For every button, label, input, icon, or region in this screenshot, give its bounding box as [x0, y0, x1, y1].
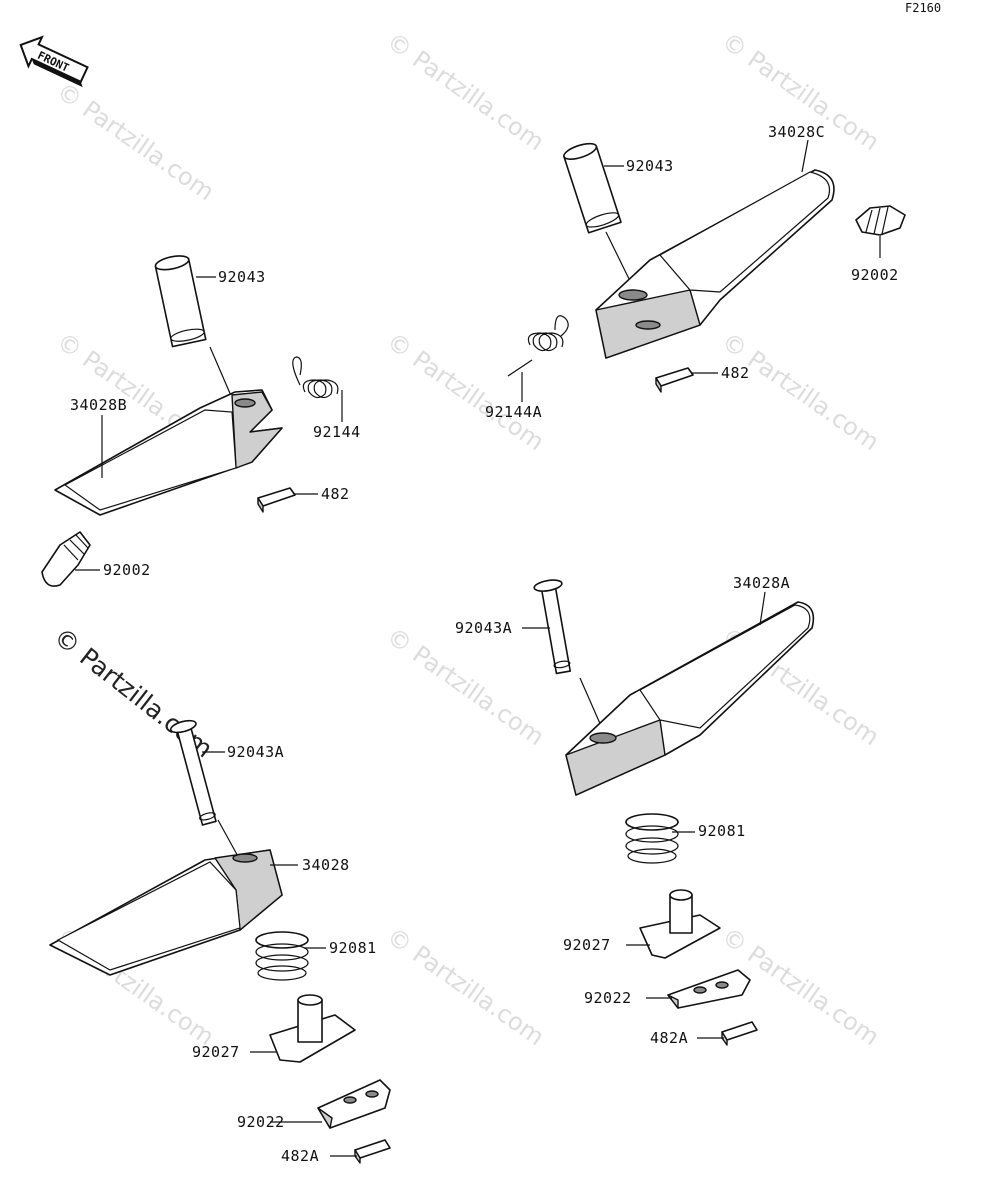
rubber-92002-top-right [855, 205, 906, 236]
part-label: 34028A [733, 574, 790, 592]
watermark-text: © Partzilla.com [52, 77, 220, 206]
part-label: 92043A [455, 619, 512, 637]
pin-92043-top-left [154, 255, 207, 348]
part-label: 92002 [103, 561, 151, 579]
assembly-top-left [41, 255, 343, 587]
part-label: 482A [650, 1029, 688, 1047]
part-label: 34028C [768, 123, 825, 141]
part-label: 92043 [626, 157, 674, 175]
part-label: 482A [281, 1147, 319, 1165]
clip-482-top-left [257, 487, 296, 513]
part-label: 34028 [302, 856, 350, 874]
watermark-text: © Partzilla.com [382, 622, 550, 751]
part-label: 92027 [192, 1043, 240, 1061]
plate-92027-bottom-right [639, 889, 721, 959]
part-label: 92002 [851, 266, 899, 284]
watermark-text: © Partzilla.com [382, 922, 550, 1051]
part-label: 92144 [313, 423, 361, 441]
clip-482a-bottom-left [354, 1139, 391, 1164]
part-label: 92043 [218, 268, 266, 286]
figure-id: F2160 [905, 1, 941, 15]
part-label: 92027 [563, 936, 611, 954]
assembly-bottom-right [533, 579, 815, 1046]
footpeg-34028c [595, 169, 835, 359]
pin-92043a-bottom-right [533, 579, 572, 675]
clip-482a-bottom-right [721, 1021, 758, 1046]
part-label: 34028B [70, 396, 127, 414]
pin-92043-top-right [563, 142, 622, 234]
watermark-text: © Partzilla.com [382, 327, 550, 456]
watermark-text: © Partzilla.com [717, 327, 885, 456]
part-label: 482 [721, 364, 750, 382]
part-label: 482 [321, 485, 350, 503]
spring-92081-bottom-left [255, 931, 309, 981]
part-label: 92043A [227, 743, 284, 761]
front-arrow-icon: FRONT [19, 35, 89, 88]
part-labels: 92043 34028C 92002 92144A 482 92043 9214… [70, 123, 899, 1165]
plate-92027-bottom-left [269, 994, 356, 1063]
spring-92081-bottom-right [625, 813, 679, 864]
pin-92043a-bottom-left [169, 719, 217, 826]
part-label: 92022 [237, 1113, 285, 1131]
bracket-92022-bottom-right [667, 969, 751, 1009]
part-label: 92022 [584, 989, 632, 1007]
assembly-bottom-left [49, 719, 391, 1164]
part-label: 92081 [698, 822, 746, 840]
footpeg-34028 [49, 849, 283, 976]
footpeg-34028a [565, 601, 815, 796]
spring-92144 [292, 356, 339, 399]
spring-92144a [507, 315, 569, 377]
assembly-top-right [507, 139, 906, 402]
footpeg-34028b [54, 389, 283, 516]
watermark-text: © Partzilla.com [382, 27, 550, 156]
bracket-92022-bottom-left [317, 1079, 391, 1129]
part-label: 92144A [485, 403, 542, 421]
rubber-92002-top-left [41, 531, 91, 587]
part-label: 92081 [329, 939, 377, 957]
clip-482-top-right [655, 367, 694, 393]
